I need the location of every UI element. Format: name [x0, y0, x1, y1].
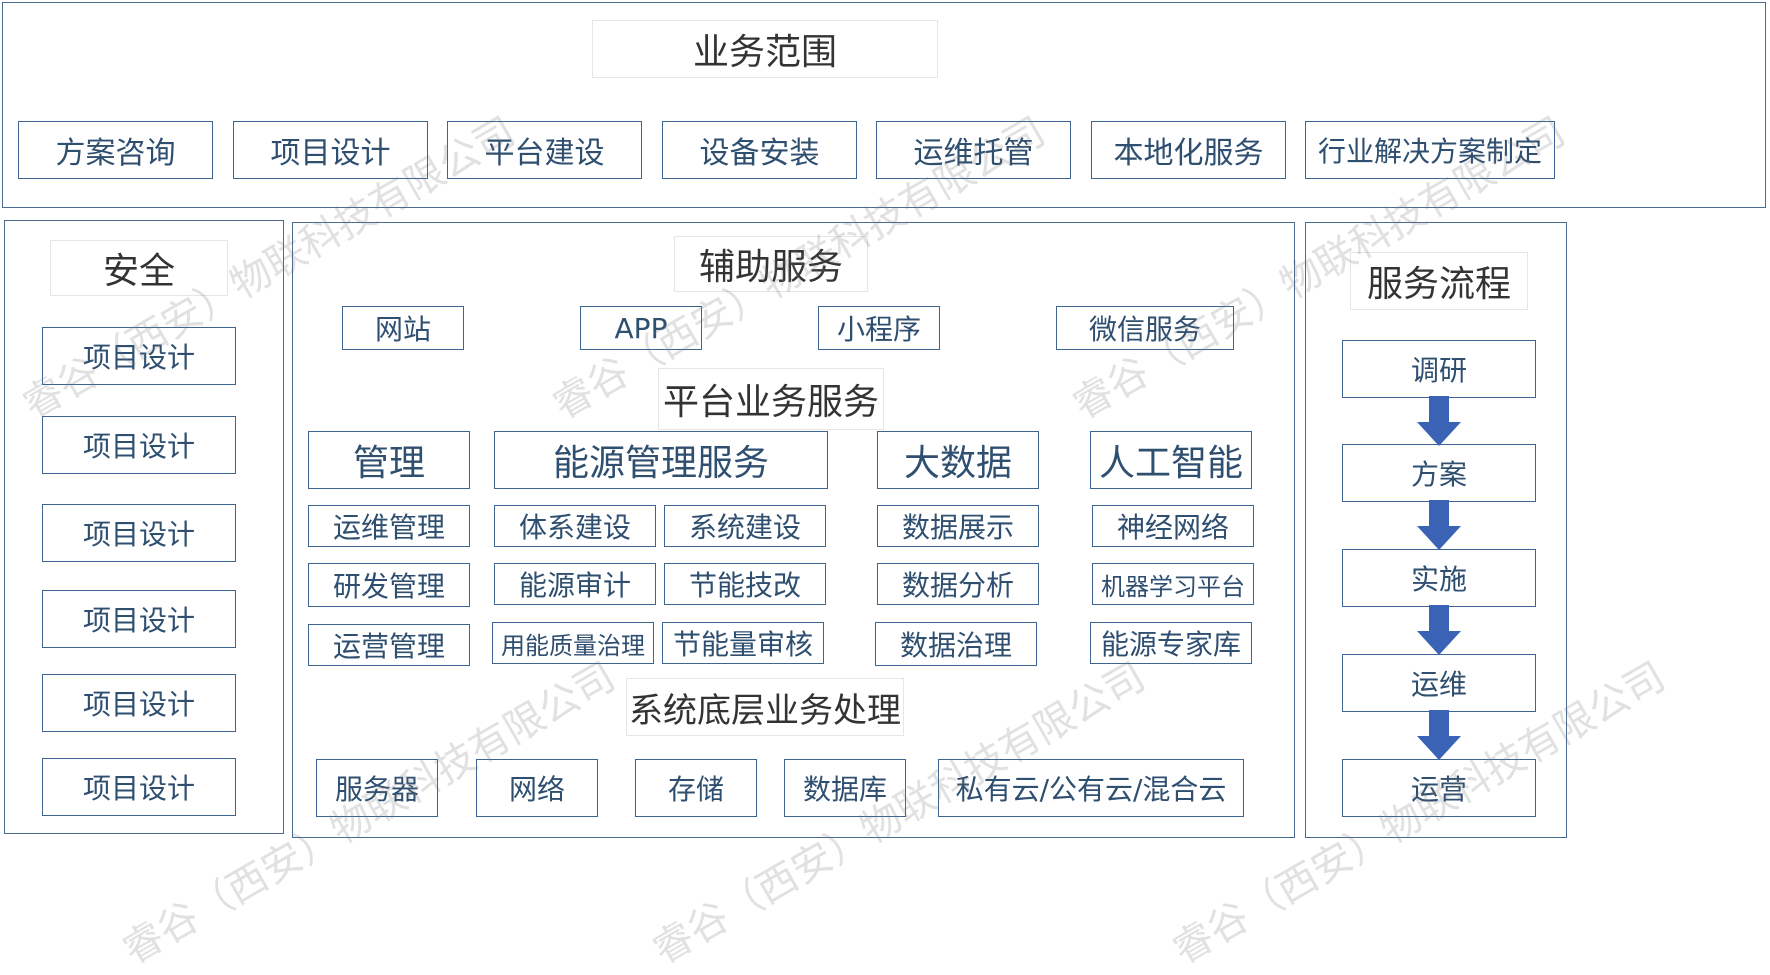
process-panel — [1305, 222, 1567, 838]
platform-management-header: 管理 — [308, 431, 470, 489]
platform-energy-header: 能源管理服务 — [494, 431, 828, 489]
ai-item: 机器学习平台 — [1092, 563, 1254, 605]
security-item: 项目设计 — [42, 758, 236, 816]
scope-item-localization: 本地化服务 — [1091, 121, 1286, 179]
process-step-implementation: 实施 — [1342, 549, 1536, 607]
ai-item: 能源专家库 — [1090, 622, 1252, 664]
down-arrow-icon — [1417, 605, 1461, 655]
aux-item-website: 网站 — [342, 306, 464, 350]
scope-item-platform: 平台建设 — [447, 121, 642, 179]
energy-item: 节能技改 — [664, 563, 826, 605]
bigdata-item: 数据治理 — [875, 622, 1037, 666]
scope-item-operations: 运维托管 — [876, 121, 1071, 179]
infra-item-network: 网络 — [476, 759, 598, 817]
process-step-plan: 方案 — [1342, 444, 1536, 502]
platform-ai-header: 人工智能 — [1090, 431, 1252, 489]
bigdata-item: 数据展示 — [877, 505, 1039, 547]
energy-item: 节能量审核 — [662, 622, 824, 664]
energy-item: 系统建设 — [664, 505, 826, 547]
process-step-operation: 运营 — [1342, 759, 1536, 817]
security-item: 项目设计 — [42, 416, 236, 474]
platform-bigdata-header: 大数据 — [877, 431, 1039, 489]
scope-item-consulting: 方案咨询 — [18, 121, 213, 179]
down-arrow-icon — [1417, 710, 1461, 760]
infra-item-server: 服务器 — [316, 759, 438, 817]
scope-item-installation: 设备安装 — [662, 121, 857, 179]
process-step-maintenance: 运维 — [1342, 654, 1536, 712]
process-title: 服务流程 — [1350, 252, 1528, 310]
aux-item-wechat: 微信服务 — [1056, 306, 1234, 350]
bigdata-item: 数据分析 — [877, 563, 1039, 605]
aux-item-miniprogram: 小程序 — [818, 306, 940, 350]
energy-item: 用能质量治理 — [492, 622, 654, 664]
security-item: 项目设计 — [42, 504, 236, 562]
down-arrow-icon — [1417, 396, 1461, 446]
ai-item: 神经网络 — [1092, 505, 1254, 547]
down-arrow-icon — [1417, 500, 1461, 550]
scope-item-design: 项目设计 — [233, 121, 428, 179]
infra-item-storage: 存储 — [635, 759, 757, 817]
business-scope-panel — [2, 2, 1766, 208]
aux-item-app: APP — [580, 306, 702, 350]
security-item: 项目设计 — [42, 674, 236, 732]
business-scope-title: 业务范围 — [592, 20, 938, 78]
security-panel — [4, 220, 284, 834]
platform-title: 平台业务服务 — [658, 368, 884, 430]
security-item: 项目设计 — [42, 327, 236, 385]
services-panel — [292, 222, 1295, 838]
infra-item-database: 数据库 — [784, 759, 906, 817]
management-item: 研发管理 — [308, 563, 470, 607]
auxiliary-title: 辅助服务 — [674, 236, 868, 292]
management-item: 运维管理 — [308, 505, 470, 547]
infrastructure-title: 系统底层业务处理 — [626, 678, 904, 736]
process-step-research: 调研 — [1342, 340, 1536, 398]
security-title: 安全 — [50, 240, 228, 296]
energy-item: 能源审计 — [494, 563, 656, 605]
scope-item-industry-solutions: 行业解决方案制定 — [1305, 121, 1555, 179]
infra-item-cloud: 私有云/公有云/混合云 — [938, 759, 1244, 817]
management-item: 运营管理 — [308, 624, 470, 666]
security-item: 项目设计 — [42, 590, 236, 648]
energy-item: 体系建设 — [494, 505, 656, 547]
